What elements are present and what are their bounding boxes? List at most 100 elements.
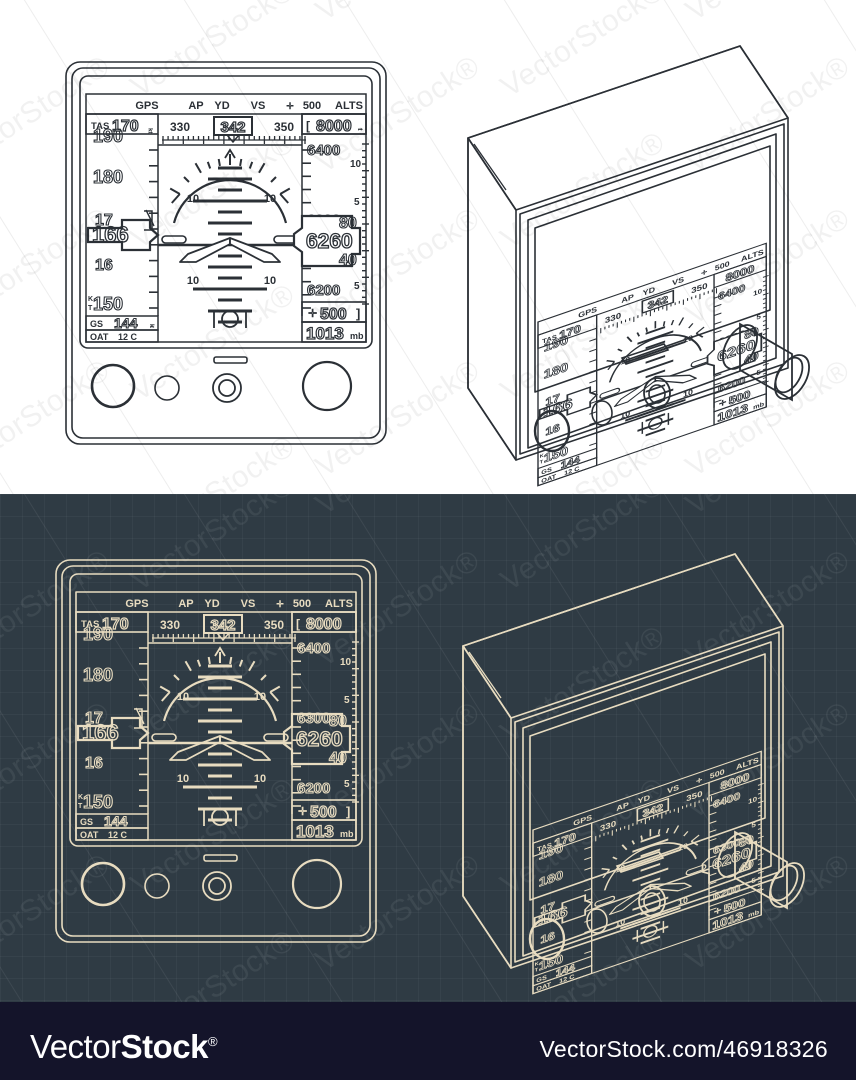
dark-bezel-outer	[55, 559, 377, 943]
oat-value: 12 C	[118, 332, 138, 342]
dark-pitch-label-dn-r: 10	[254, 773, 266, 785]
dark-iso-knob-large-left	[528, 917, 566, 961]
dark-heading-left: 330	[160, 618, 180, 632]
dark-iso-knob-concentric	[638, 885, 666, 917]
logo-bold-part: Stock	[120, 1028, 209, 1065]
dark-iso-alt-tick-6400: 6400	[713, 791, 740, 811]
vs-readout-bracket: ]	[356, 306, 360, 321]
airspeed-pointer	[86, 218, 160, 252]
dark-iso-screen-bevel	[529, 653, 766, 901]
dark-speed-tick-170: 17	[85, 710, 103, 727]
dark-selected-alt-bracket-l: [	[296, 617, 300, 631]
dark-knob-large-left	[80, 861, 126, 907]
dark-annunciator-ap: AP	[178, 598, 193, 610]
baro-units: mb	[350, 331, 364, 341]
dark-iso-annunciator-vs-arrow: ✛	[696, 776, 702, 785]
annunciator-vs-arrow: ✛	[286, 101, 294, 111]
dark-aircraft-symbol-right	[219, 735, 271, 761]
dark-iso-vsi-label-10: 10	[748, 795, 757, 806]
dark-airspeed-current: 166	[82, 720, 119, 745]
dark-tas-value: 170	[102, 616, 129, 633]
dark-speed-tick-150: 150	[83, 792, 113, 812]
vectorstock-url: VectorStock.com/46918326	[539, 1036, 828, 1062]
dark-vs-readout-arrow: ✛	[298, 806, 307, 818]
speed-tick-170: 17	[95, 212, 113, 229]
dark-bezel-controls[interactable]	[80, 854, 343, 910]
dark-baro-value: 1013	[296, 822, 334, 841]
dark-oat-value: 12 C	[108, 830, 128, 840]
watermark-text: VectorStock®	[680, 0, 856, 29]
aircraft-symbol-left	[179, 237, 231, 263]
speed-tick-150: 150	[93, 294, 123, 314]
iso-knob-concentric-inner	[648, 384, 666, 404]
iso-heading-selected-box	[641, 289, 675, 315]
dark-iso-speed-unit-t: T	[535, 967, 539, 974]
dark-annunciator-yd: YD	[204, 598, 219, 610]
dark-iso-speed-tick-160: 16	[540, 929, 555, 946]
dark-speed-tick-190: 190	[83, 624, 113, 644]
dark-tas-label: TAS	[81, 619, 99, 630]
iso-knob-side-large	[722, 322, 810, 402]
pitch-label-dn-r: 10	[264, 275, 276, 287]
dark-altitude-roll-lower: 40	[329, 750, 347, 767]
watermark-text: VectorStock®	[680, 494, 856, 523]
iso-annunciator-vs-arrow: ✛	[701, 268, 707, 277]
vsi-label-10: 10	[350, 159, 362, 170]
iso-bezel-controls[interactable]	[533, 319, 816, 453]
dark-vsi-label-5a: 5	[344, 695, 350, 706]
iso-screen-bevel	[534, 145, 771, 393]
light-blueprint-pane: GPS AP YD VS ✛ 500 ALTS TAS 170 k t 330 …	[0, 0, 856, 494]
dark-bezel-slot	[203, 854, 238, 862]
dark-iso-oat-value: 12 C	[559, 974, 574, 985]
dark-iso-aircraft-symbol-right	[649, 882, 692, 892]
iso-pitch-label-up-r: 10	[683, 333, 693, 345]
bezel-controls[interactable]	[90, 356, 353, 412]
altitude-pointer	[292, 214, 362, 268]
dark-iso-bezel-slot	[615, 851, 665, 873]
dark-speed-tick-180: 180	[83, 665, 113, 685]
dark-airspeed-pointer	[76, 716, 150, 750]
tas-label: TAS	[91, 121, 109, 132]
dark-iso-knob-side-large	[717, 830, 805, 910]
tas-units: k t	[147, 128, 154, 134]
dark-iso-altitude-pointer	[701, 834, 758, 884]
altitude-current: 6260	[306, 230, 353, 253]
iso-vsi-label-10: 10	[753, 287, 762, 298]
iso-speed-unit-k: K	[540, 453, 544, 460]
dark-iso-knob-small	[586, 908, 608, 934]
pitch-label-up-l: 10	[187, 193, 199, 205]
dark-alt-tick-6200: 6200	[297, 780, 330, 797]
pitch-label-up-r: 10	[264, 193, 276, 205]
dark-vs-readout-bracket: ]	[346, 804, 350, 819]
dark-gs-label: GS	[80, 817, 93, 827]
iso-knob-large-left	[533, 409, 571, 453]
annunciator-yd: YD	[214, 100, 229, 112]
tas-value: 170	[112, 118, 139, 135]
iso-case-left	[467, 137, 517, 461]
iso-bezel-slot	[620, 343, 670, 365]
dark-iso-annunciator-vs: VS	[667, 782, 679, 795]
knob-small	[154, 375, 180, 401]
annunciator-bar: GPS AP YD VS ✛ 500 ALTS	[135, 100, 363, 112]
dark-iso-heading-selected: 342	[643, 802, 663, 819]
iso-heading-selected: 342	[648, 294, 668, 311]
gs-label: GS	[90, 319, 103, 329]
iso-annunciator-vs-value: 500	[715, 259, 730, 273]
iso-annunciator-yd: YD	[643, 285, 655, 298]
dark-iso-baro-units: mb	[748, 909, 759, 919]
iso-speed-tick-160: 16	[545, 421, 560, 438]
dark-heading-right: 350	[264, 618, 284, 632]
dark-iso-pitch-label-up-l: 10	[615, 862, 625, 874]
dark-speed-unit-t: T	[78, 803, 83, 810]
dark-iso-altitude-roll-lower: 40	[739, 857, 754, 874]
dark-iso-bezel-controls[interactable]	[528, 827, 811, 961]
dark-vsi-label-5b: 5	[344, 779, 350, 790]
dark-iso-pitch-label-up-r: 10	[678, 841, 688, 853]
dark-slip-skid-indicator	[203, 808, 237, 826]
dark-iso-knob-concentric-inner	[643, 892, 661, 912]
iso-screen-content: GPS AP YD VS ✛ 500 ALTS TAS 170 330 350 …	[537, 242, 769, 487]
dark-knob-large-right	[291, 858, 343, 910]
iso-knob-small	[591, 400, 613, 426]
heading-selected-box	[213, 116, 253, 136]
dark-pitch-label-up-l: 10	[177, 691, 189, 703]
